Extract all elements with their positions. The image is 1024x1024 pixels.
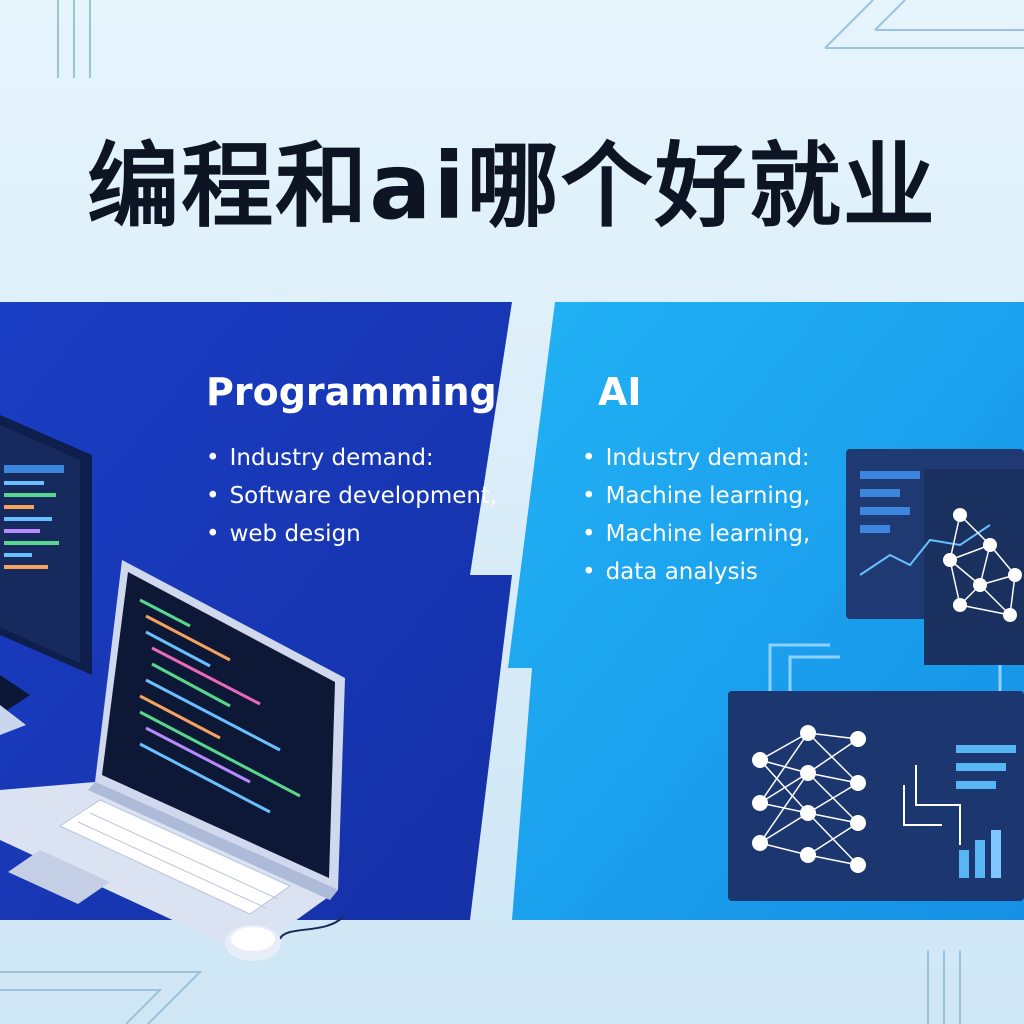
decorative-lines-bottom-left — [0, 971, 203, 1024]
monitor-illustration — [0, 415, 92, 735]
decorative-lines-top-left — [57, 0, 91, 78]
neural-network-icon — [943, 508, 1022, 622]
ai-bullet-list: Industry demand: Machine learning, Machi… — [582, 439, 811, 591]
list-item: web design — [206, 515, 497, 553]
list-item: Industry demand: — [582, 439, 810, 477]
page-title: 编程和ai哪个好就业 — [87, 133, 937, 240]
decorative-lines-bottom-right — [927, 950, 961, 1024]
list-item: data analysis — [582, 553, 810, 591]
programming-heading: Programming — [206, 370, 497, 414]
decorative-lines-top-right — [824, 0, 1024, 49]
list-item: Machine learning, — [582, 515, 811, 553]
dashboard-screen-illustration — [728, 449, 1024, 901]
neural-network-icon — [752, 725, 866, 873]
list-item: Industry demand: — [206, 439, 497, 477]
ai-heading: AI — [598, 370, 642, 414]
laptop-illustration — [0, 560, 345, 955]
list-item: Software development, — [206, 477, 498, 515]
bar-chart-icon — [959, 830, 1001, 878]
list-item: Machine learning, — [582, 477, 811, 515]
mouse-illustration — [225, 916, 344, 961]
programming-bullet-list: Industry demand: Software development, w… — [206, 439, 498, 553]
